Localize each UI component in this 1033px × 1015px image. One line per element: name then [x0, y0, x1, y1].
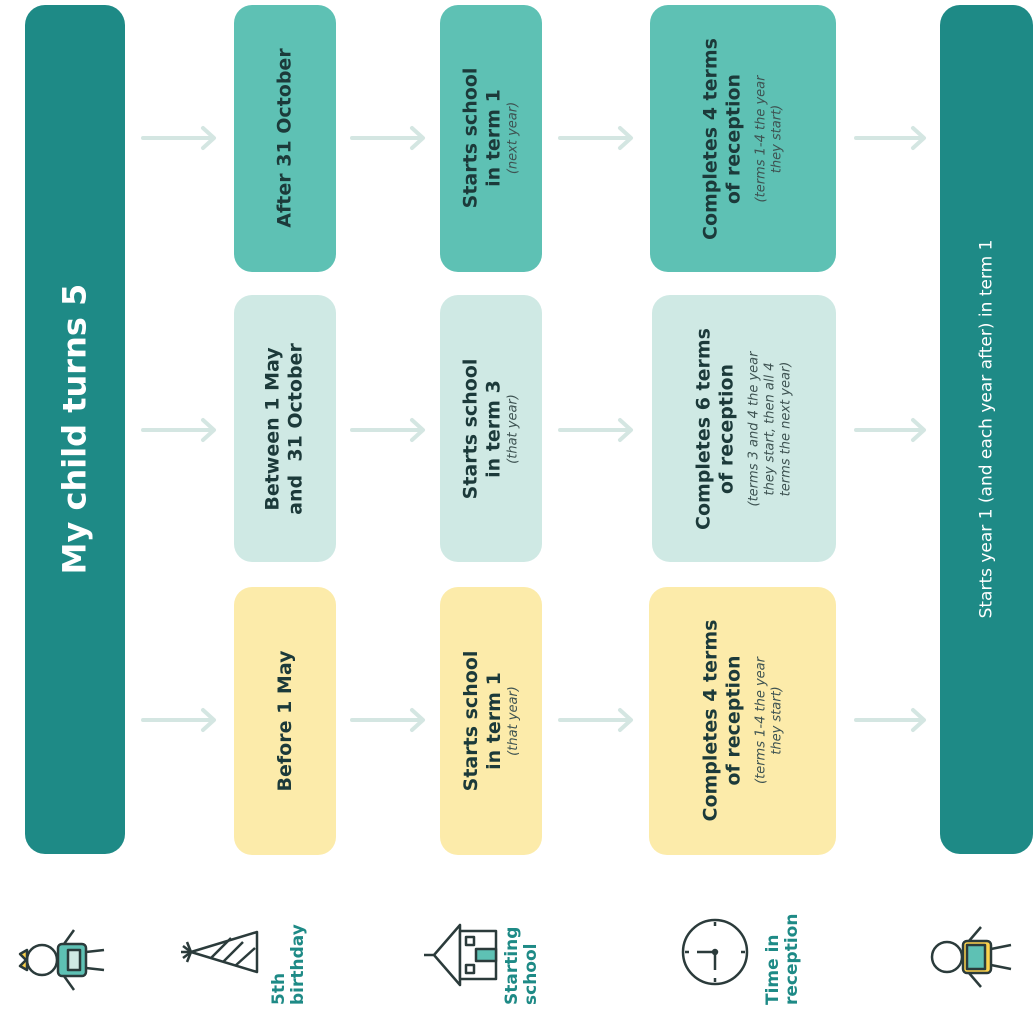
bottom-bar	[940, 5, 1033, 854]
category-line: Starting	[502, 926, 522, 1005]
category-line: reception	[782, 913, 802, 1005]
category-line: Time in	[763, 934, 783, 1005]
arrow-down-icon	[854, 708, 926, 732]
header-bar	[25, 5, 125, 854]
category-5th-birthday: 5th birthday	[264, 905, 314, 1005]
arrow-down-icon	[854, 418, 926, 442]
arrow-down-icon	[141, 418, 216, 442]
category-starting-school: Starting school	[497, 905, 547, 1005]
arrow-down-icon	[141, 126, 216, 150]
arrow-down-icon	[141, 708, 216, 732]
category-line: 5th	[269, 972, 289, 1005]
start-box-term-1-next-year	[440, 5, 542, 272]
arrow-down-icon	[854, 126, 926, 150]
arrow-down-icon	[558, 418, 633, 442]
birthday-box-after-31-october	[234, 5, 336, 272]
arrow-down-icon	[558, 126, 633, 150]
clock-icon	[681, 918, 749, 986]
arrow-down-icon	[350, 418, 425, 442]
category-line: school	[521, 943, 541, 1005]
school-building-icon	[424, 923, 498, 987]
start-box-term-1-that-year	[440, 587, 542, 855]
start-box-term-3	[440, 295, 542, 562]
birthday-box-between	[234, 295, 336, 562]
reception-box-6-terms	[652, 295, 836, 562]
arrow-down-icon	[350, 708, 425, 732]
birthday-box-before-1-may	[234, 587, 336, 855]
arrow-down-icon	[558, 708, 633, 732]
child-with-crown-icon	[18, 929, 105, 991]
arrow-down-icon	[350, 126, 425, 150]
category-line: birthday	[288, 924, 308, 1005]
party-hat-icon	[181, 930, 259, 974]
child-with-backpack-icon	[930, 926, 1012, 988]
category-time-in-reception: Time in reception	[758, 905, 808, 1005]
reception-box-4-terms-next	[650, 5, 836, 272]
reception-box-4-terms	[649, 587, 836, 855]
